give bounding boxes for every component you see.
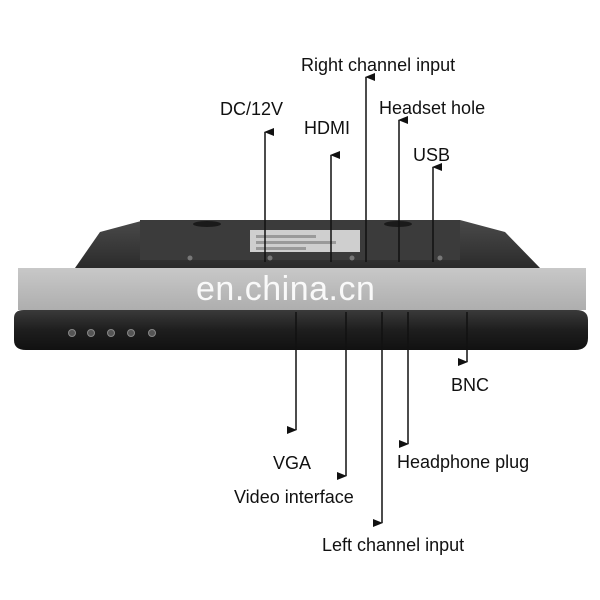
front-button-3 xyxy=(107,329,115,337)
label-hdmi: HDMI xyxy=(304,118,350,138)
vent-right xyxy=(384,221,412,227)
device-base xyxy=(14,310,588,350)
label-left-channel-input: Left channel input xyxy=(322,535,465,555)
front-button-4 xyxy=(127,329,135,337)
label-vga: VGA xyxy=(273,453,312,473)
front-button-1 xyxy=(68,329,76,337)
vent-left xyxy=(193,221,221,227)
watermark-band xyxy=(18,268,586,310)
front-button-2 xyxy=(87,329,95,337)
label-headset-hole: Headset hole xyxy=(379,98,486,118)
label-bnc: BNC xyxy=(451,375,490,395)
label-usb: USB xyxy=(413,145,451,165)
front-button-5 xyxy=(148,329,156,337)
label-right-channel-input: Right channel input xyxy=(301,55,456,75)
label-dc-12v: DC/12V xyxy=(220,99,284,119)
label-headphone-plug: Headphone plug xyxy=(397,452,530,472)
label-video-interface: Video interface xyxy=(234,487,354,507)
watermark: en.china.cn xyxy=(196,270,376,308)
